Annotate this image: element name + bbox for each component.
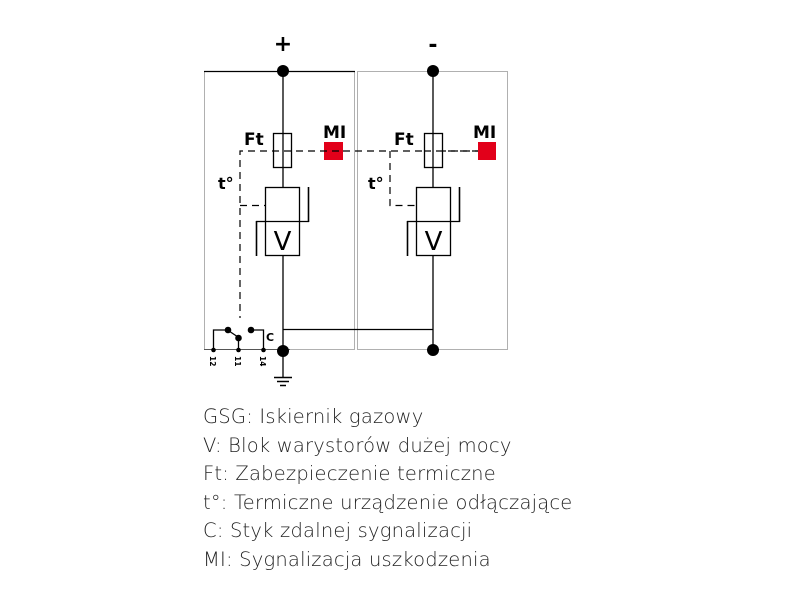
- legend-item-gsg: GSG: Iskiernik gazowy: [203, 405, 424, 428]
- label-v-right: V: [425, 227, 443, 257]
- legend: GSG: Iskiernik gazowy V: Blok warystorów…: [203, 403, 573, 574]
- legend-item-c: C: Styk zdalnej sygnalizacji: [203, 519, 473, 542]
- pin-14-label: 14: [258, 356, 267, 366]
- legend-item-t: t°: Termiczne urządzenie odłączające: [203, 490, 573, 514]
- remote-contact-switch: [211, 326, 266, 353]
- label-thermal-left: t°: [218, 174, 234, 193]
- label-mi-left: MI: [323, 123, 346, 143]
- terminal-minus: -: [428, 33, 437, 58]
- label-contact-c: C: [266, 331, 274, 344]
- label-ft-left: Ft: [244, 130, 264, 150]
- label-thermal-right: t°: [368, 174, 384, 193]
- legend-item-v: V: Blok warystorów dużej mocy: [203, 433, 512, 457]
- label-ft-right: Ft: [394, 130, 414, 150]
- legend-item-mi: MI: Sygnalizacja uszkodzenia: [203, 547, 491, 571]
- label-mi-right: MI: [473, 123, 496, 143]
- label-v-left: V: [274, 227, 292, 257]
- thermal-link-right: [389, 151, 416, 207]
- terminal-plus: +: [274, 32, 292, 57]
- legend-item-ft: Ft: Zabezpieczenie termiczne: [203, 462, 496, 485]
- pin-11-label: 11: [233, 356, 242, 366]
- node-minus-bottom: [427, 344, 439, 356]
- indicator-mi-right: [478, 142, 496, 160]
- thermal-link-left: [239, 150, 339, 318]
- ground-icon: [274, 376, 292, 387]
- pin-12-label: 12: [208, 356, 217, 366]
